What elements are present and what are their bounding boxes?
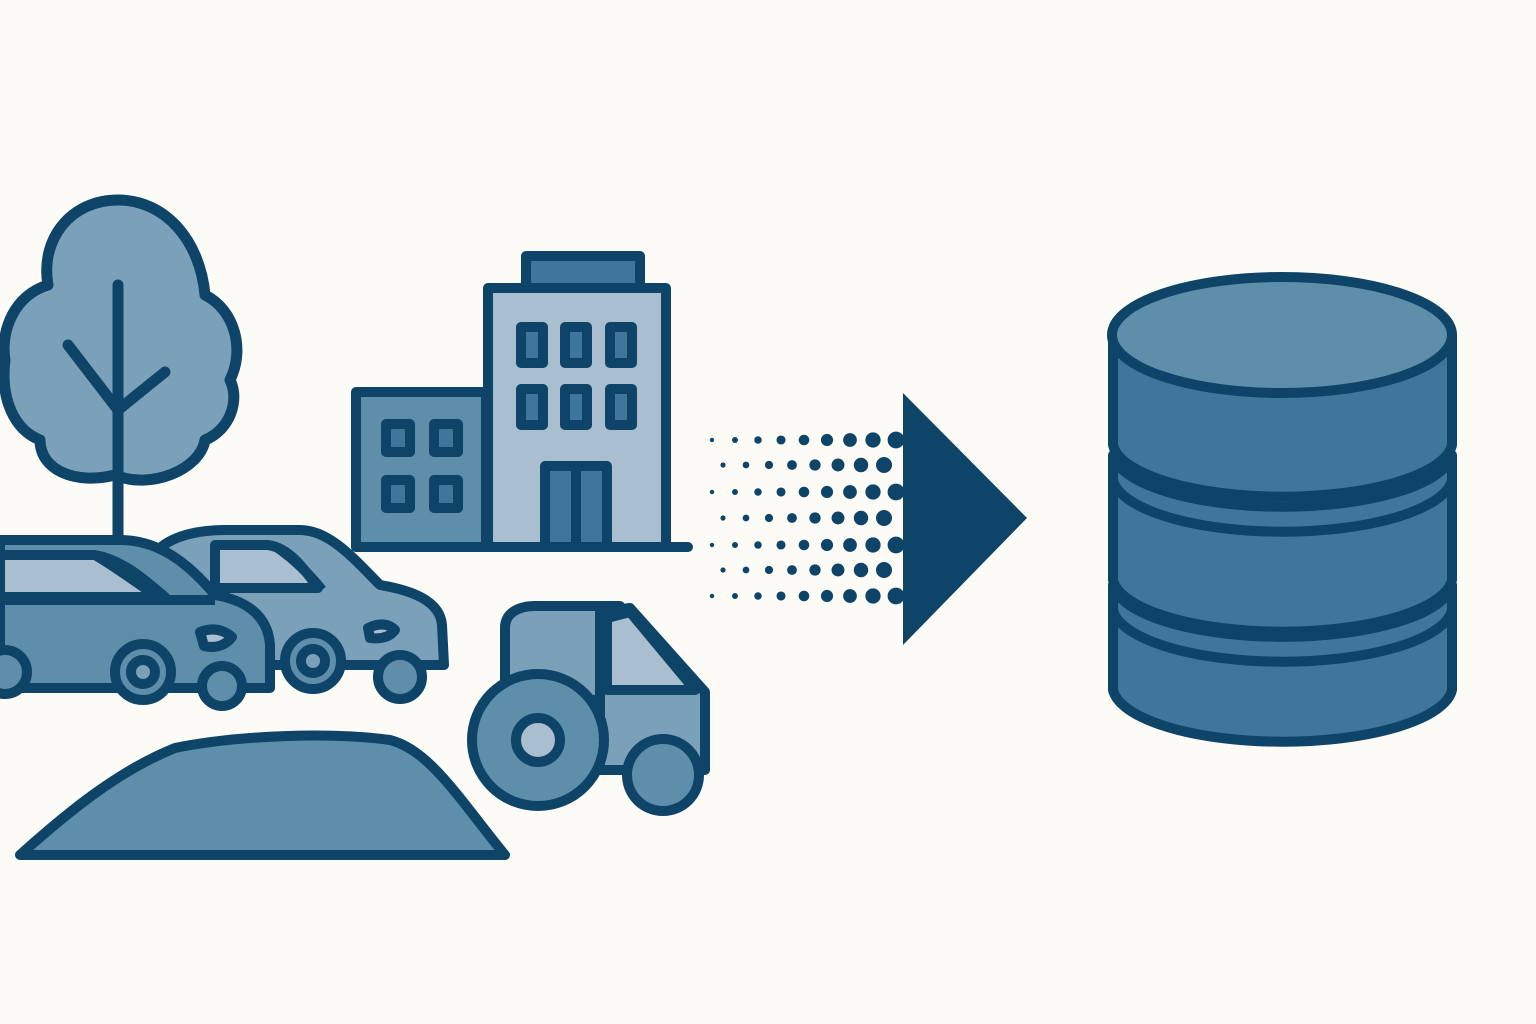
arrow-dot — [843, 538, 857, 552]
arrow-dot — [876, 457, 892, 473]
arrow-dot — [732, 542, 738, 548]
arrow-dot — [798, 590, 810, 602]
arrow-dot — [798, 486, 810, 498]
arrow-dot — [764, 565, 774, 575]
arrow-dot — [887, 431, 905, 449]
soil-mound-icon — [15, 730, 510, 860]
tractor-icon — [467, 601, 710, 816]
arrow-dot — [742, 461, 750, 469]
arrow-dot — [843, 589, 857, 603]
arrow-dot — [798, 434, 810, 446]
dotted-arrow-icon — [709, 431, 905, 605]
arrow-dot — [820, 433, 834, 447]
tree-icon — [0, 194, 243, 546]
arrow-dot — [720, 567, 726, 573]
arrow-dot — [831, 458, 845, 472]
arrow-head-icon — [903, 393, 1027, 645]
arrow-dot — [865, 432, 881, 448]
arrow-dot — [853, 457, 869, 473]
building-icon — [351, 251, 693, 552]
arrow-dot — [853, 562, 869, 578]
arrow-dot — [754, 541, 762, 549]
arrow-dot — [843, 485, 857, 499]
arrow-dot — [754, 436, 762, 444]
arrow-dot — [754, 592, 762, 600]
arrow-dot — [865, 537, 881, 553]
arrow-dot — [742, 566, 750, 574]
arrow-dot — [809, 564, 821, 576]
arrow-dot — [876, 510, 892, 526]
arrow-dot — [887, 587, 905, 605]
arrow-dot — [887, 536, 905, 554]
arrow-dot — [853, 510, 869, 526]
arrow-dot — [809, 459, 821, 471]
arrow-dot — [732, 437, 738, 443]
arrow-dot — [709, 593, 715, 599]
arrow-dot — [776, 487, 786, 497]
arrow-dot — [876, 562, 892, 578]
database-icon — [1107, 272, 1457, 747]
arrow-dot — [865, 484, 881, 500]
arrow-dot — [709, 542, 715, 548]
arrow-dot — [732, 593, 738, 599]
arrow-dot — [787, 460, 797, 470]
arrow-dot — [865, 588, 881, 604]
arrow-dot — [764, 460, 774, 470]
arrow-dot — [709, 489, 715, 495]
arrow-dot — [820, 589, 834, 603]
arrow-dot — [831, 511, 845, 525]
arrow-dot — [798, 539, 810, 551]
arrow-dot — [776, 591, 786, 601]
arrow-dot — [709, 437, 715, 443]
arrow-dot — [776, 540, 786, 550]
arrow-dot — [776, 435, 786, 445]
car-icon — [0, 535, 275, 711]
arrow-dot — [787, 565, 797, 575]
arrow-dot — [764, 513, 774, 523]
arrow-dot — [820, 538, 834, 552]
arrow-dot — [820, 485, 834, 499]
arrow-dot — [754, 488, 762, 496]
arrow-dot — [732, 489, 738, 495]
arrow-dot — [720, 462, 726, 468]
arrow-dot — [887, 483, 905, 501]
arrow-dot — [742, 514, 750, 522]
arrow-dot — [720, 515, 726, 521]
arrow-dot — [831, 563, 845, 577]
arrow-dot — [787, 513, 797, 523]
arrow-dot — [809, 512, 821, 524]
arrow-dot — [843, 433, 857, 447]
